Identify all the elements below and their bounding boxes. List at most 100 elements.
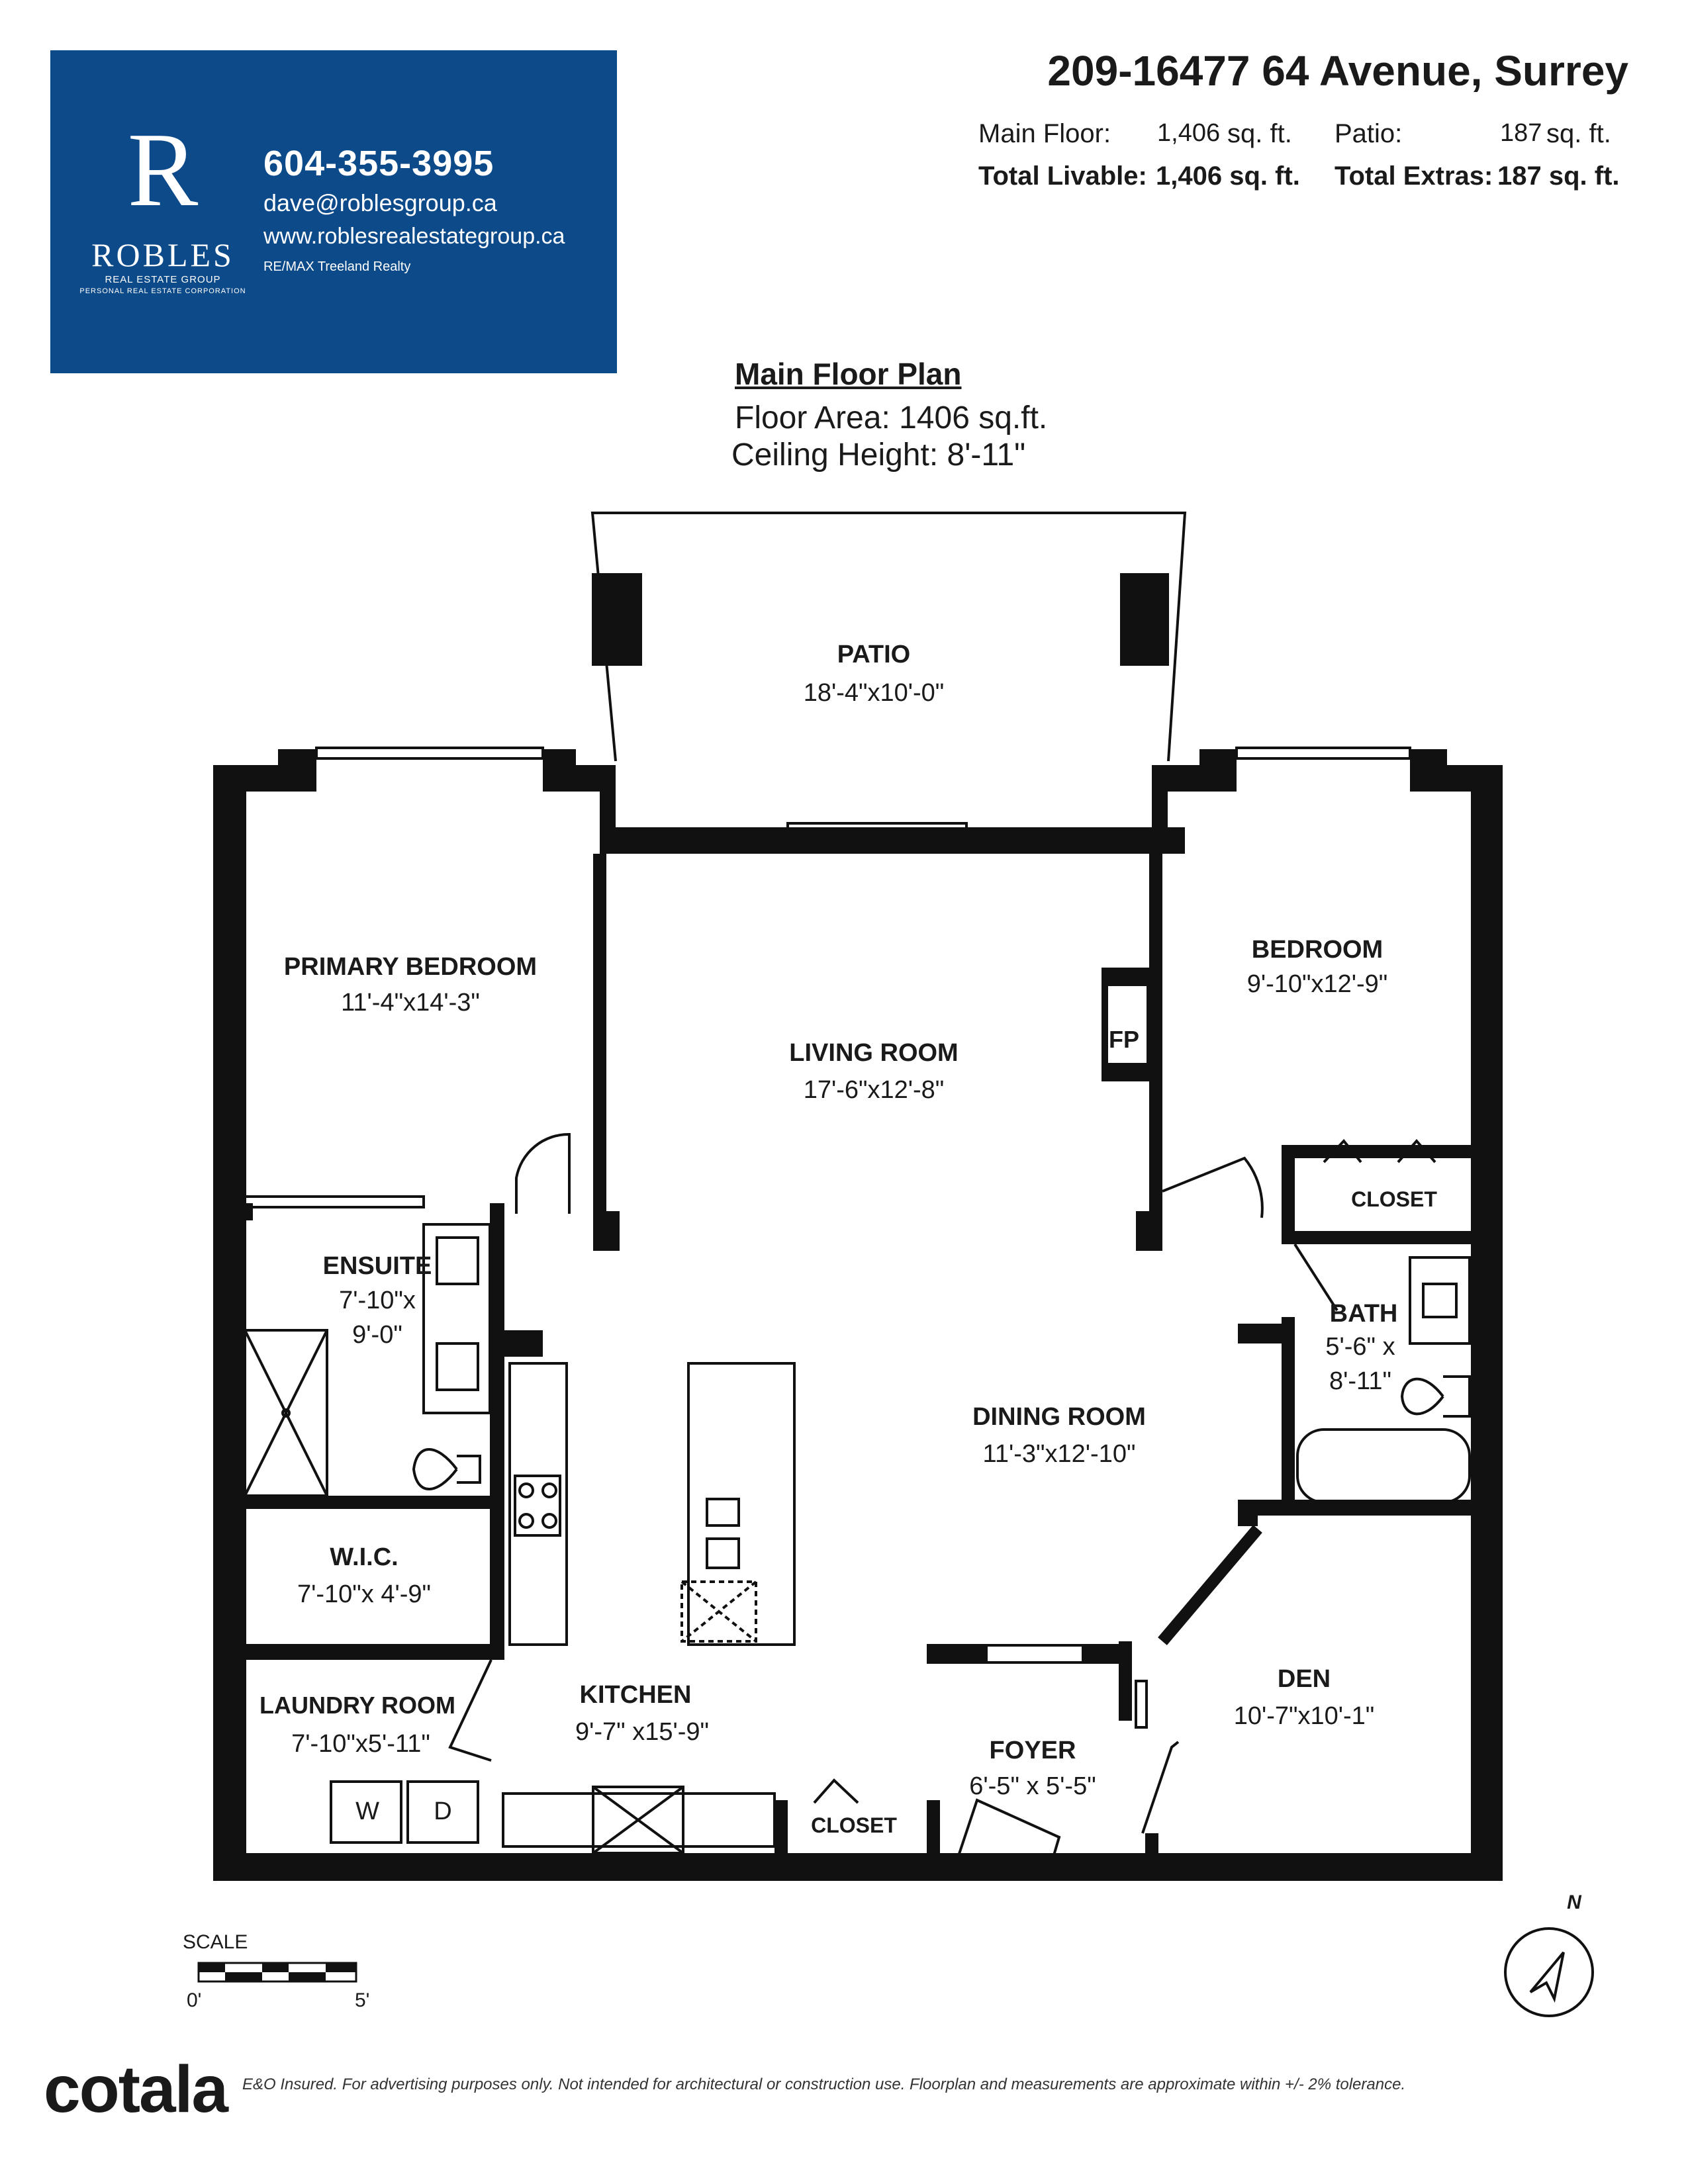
- robles-logo-tagline: REAL ESTATE GROUP: [105, 274, 221, 285]
- fireplace-label: FP: [1108, 1026, 1139, 1053]
- wall-wic-laundry: [213, 1644, 491, 1660]
- shower-x2: [244, 1330, 328, 1496]
- room-patio-name: PATIO: [837, 641, 911, 668]
- island-sink-1: [706, 1498, 740, 1527]
- plan-ceiling-height: Ceiling Height: 8'-11": [731, 437, 1026, 473]
- room-living-dims: 17'-6"x12'-8": [803, 1076, 945, 1104]
- room-laundry-name: LAUNDRY ROOM: [259, 1692, 455, 1719]
- wall-foyer-top: [927, 1644, 986, 1664]
- shower-drain: [281, 1408, 291, 1418]
- room-wic-dims: 7'-10"x 4'-9": [297, 1580, 432, 1608]
- ensuite-sink-1: [436, 1236, 479, 1285]
- main-floor-label: Main Floor:: [978, 119, 1111, 148]
- washer-label: W: [355, 1797, 379, 1825]
- room-ensuite-dims-2: 9'-0": [352, 1321, 402, 1349]
- door-front-swing: [956, 1798, 1061, 1860]
- north-label: N: [1567, 1891, 1581, 1913]
- wall-bottom: [213, 1853, 1503, 1881]
- robles-logo-subtagline: PERSONAL REAL ESTATE CORPORATION: [79, 287, 246, 295]
- wall-bath-left: [1282, 1317, 1295, 1509]
- door-bedroom-swing: [1162, 1156, 1264, 1218]
- room-primary-bedroom-dims: 11'-4"x14'-3": [341, 989, 480, 1017]
- room-den-dims: 10'-7"x10'-1": [1233, 1702, 1375, 1730]
- patio-value: 187: [1500, 119, 1542, 147]
- window-bedroom: [1235, 747, 1411, 760]
- robles-logo-wordmark: ROBLES: [91, 236, 234, 273]
- north-arrow-circle: [1504, 1927, 1594, 2017]
- plan-title: Main Floor Plan: [735, 357, 962, 391]
- wall-primary-living: [593, 854, 606, 1224]
- ensuite-toilet: [412, 1448, 481, 1490]
- wall-closet-bath-top: [1282, 1145, 1295, 1231]
- foyer-window-frame: [985, 1644, 1084, 1664]
- closet-foyer-label: CLOSET: [811, 1813, 897, 1837]
- wall-closet-foyer-left: [774, 1800, 788, 1860]
- scale-label: SCALE: [183, 1931, 248, 1953]
- wall-closet-foyer-right: [927, 1800, 940, 1860]
- ensuite-sink-2: [436, 1342, 479, 1391]
- wall-den-bottom-left: [1145, 1833, 1158, 1860]
- room-dining-dims: 11'-3"x12'-10": [982, 1440, 1136, 1468]
- wall-top-primary-2: [278, 749, 316, 792]
- fireplace-box: [1105, 983, 1149, 1066]
- closet-bedroom-bifold-1: [1323, 1138, 1362, 1163]
- closet-bedroom-label: CLOSET: [1351, 1187, 1437, 1211]
- wall-ensuite-top: [213, 1203, 253, 1220]
- window-living-sliding: [786, 822, 968, 842]
- room-bath-dims-1: 5'-6" x: [1325, 1333, 1395, 1361]
- door-den-swing: [1141, 1741, 1180, 1834]
- patio-outline: [590, 512, 1187, 762]
- shower: [244, 1329, 328, 1497]
- kitchen-cooktop: [514, 1475, 561, 1537]
- wall-kitchen-ensuite: [490, 1330, 543, 1357]
- wall-bath-ledge: [1238, 1324, 1284, 1343]
- wall-closet-top: [1282, 1145, 1471, 1158]
- scale-end: 5': [355, 1989, 370, 2011]
- room-bedroom-name: BEDROOM: [1251, 936, 1383, 964]
- total-extras-value: 187 sq. ft.: [1497, 161, 1620, 191]
- bath-toilet: [1400, 1375, 1471, 1418]
- ensuite-vanity: [422, 1223, 491, 1414]
- room-bedroom-dims: 9'-10"x12'-9": [1246, 970, 1388, 998]
- listing-address: 209-16477 64 Avenue, Surrey: [1047, 47, 1628, 95]
- wall-top-primary: [213, 765, 286, 792]
- room-kitchen-name: KITCHEN: [579, 1681, 692, 1709]
- main-floor-unit: sq. ft.: [1227, 119, 1292, 148]
- door-primary-swing: [515, 1132, 571, 1214]
- wall-ensuite-right: [490, 1203, 504, 1660]
- room-primary-bedroom-name: PRIMARY BEDROOM: [283, 953, 538, 981]
- robles-logo-letter: R: [127, 111, 199, 228]
- bath-vanity: [1409, 1256, 1471, 1345]
- closet-bedroom-bifold-2: [1397, 1138, 1436, 1163]
- room-ensuite-dims-1: 7'-10"x: [339, 1287, 416, 1314]
- kitchen-lower-counter: [502, 1792, 776, 1848]
- total-livable-label: Total Livable:: [978, 161, 1147, 191]
- island-sink-2: [706, 1537, 740, 1569]
- patio-label: Patio:: [1335, 119, 1403, 148]
- wall-den-top: [1238, 1500, 1258, 1526]
- room-laundry-dims: 7'-10"x5'-11": [291, 1730, 430, 1758]
- wall-left: [213, 765, 246, 1881]
- scale-bar: [199, 1963, 356, 1981]
- washer-box: [330, 1780, 402, 1844]
- kitchen-island: [687, 1362, 796, 1646]
- agent-website[interactable]: www.roblesrealestategroup.ca: [263, 224, 565, 249]
- patio-post-left: [592, 573, 642, 666]
- room-foyer-dims: 6'-5" x 5'-5": [969, 1772, 1096, 1800]
- room-bath-name: BATH: [1329, 1300, 1398, 1328]
- scale-start: 0': [187, 1989, 202, 2011]
- plan-floor-area: Floor Area: 1406 sq.ft.: [735, 400, 1048, 435]
- wall-primary-living-end: [593, 1211, 620, 1251]
- cotala-logo: cotala: [44, 2052, 228, 2126]
- room-bath-dims-2: 8'-11": [1329, 1367, 1391, 1395]
- window-living-left: [674, 829, 776, 847]
- agent-phone[interactable]: 604-355-3995: [263, 144, 494, 183]
- agent-email[interactable]: dave@roblesgroup.ca: [263, 189, 497, 216]
- kitchen-fridge: [592, 1786, 684, 1854]
- island-dishwasher: [680, 1580, 757, 1643]
- closet-foyer-bifold: [813, 1778, 859, 1804]
- patio-post-right: [1120, 573, 1169, 666]
- wall-foyer-top-2: [1083, 1644, 1132, 1664]
- room-patio-dims: 18'-4"x10'-0": [803, 679, 945, 707]
